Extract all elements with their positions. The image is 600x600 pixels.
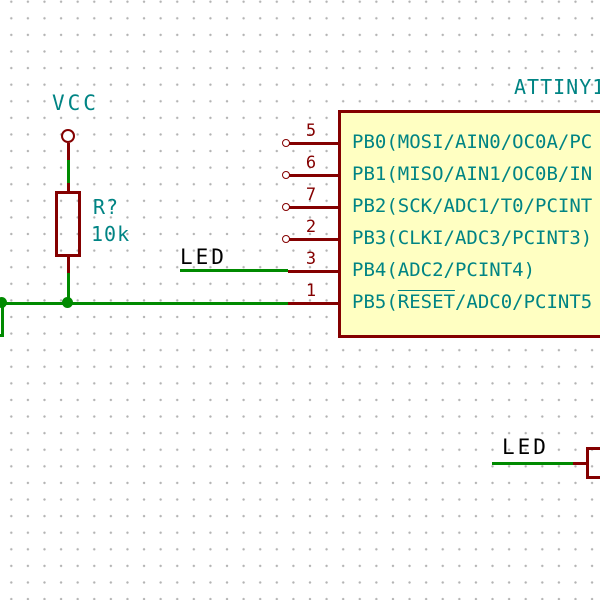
right-component-symbol[interactable] <box>586 447 600 479</box>
pin-number-2: 2 <box>305 217 317 237</box>
vcc-power-symbol-icon[interactable] <box>61 129 75 143</box>
ic-pin-5[interactable] <box>289 142 338 145</box>
resistor-value[interactable]: 10k <box>91 222 131 246</box>
wire-reset-net[interactable] <box>0 302 288 305</box>
junction-resistor-bottom[interactable] <box>62 297 73 308</box>
pin-name-pb4: PB4(ADC2/PCINT4) <box>352 259 536 281</box>
ic-pin-7[interactable] <box>289 206 338 209</box>
pin-name-pb5: PB5(RESET/ADC0/PCINT5 <box>352 291 593 313</box>
wire-left-drop[interactable] <box>1 303 4 336</box>
pin-number-6: 6 <box>305 153 317 173</box>
ic-pin-6[interactable] <box>289 174 338 177</box>
wire-led-net-right[interactable] <box>492 462 573 465</box>
resistor-pin-top <box>67 183 70 193</box>
pin-number-3: 3 <box>305 249 317 269</box>
wire-left-drop-exit[interactable] <box>0 334 4 337</box>
net-label-led-left[interactable]: LED <box>180 245 227 269</box>
reset-overline-text: RESET <box>397 291 455 313</box>
resistor-pin-bottom <box>67 257 70 273</box>
wire-led-net-left[interactable] <box>180 269 288 272</box>
pin-number-7: 7 <box>305 185 317 205</box>
net-label-led-right[interactable]: LED <box>502 435 549 459</box>
pin-name-pb1: PB1(MISO/AIN1/OC0B/IN <box>352 163 593 185</box>
pin-number-1: 1 <box>305 281 317 301</box>
ic-pin-1[interactable] <box>288 302 338 305</box>
ic-reference[interactable]: ATTINY1 <box>514 75 600 99</box>
right-component-pin <box>573 462 586 465</box>
junction-left-edge[interactable] <box>0 297 7 308</box>
pin-name-pb2: PB2(SCK/ADC1/T0/PCINT <box>352 195 593 217</box>
wire-vcc-to-resistor[interactable] <box>66 160 70 183</box>
resistor-symbol[interactable] <box>55 191 81 257</box>
resistor-reference[interactable]: R? <box>93 195 120 219</box>
vcc-symbol-pin <box>67 143 70 160</box>
wire-resistor-to-bus[interactable] <box>66 273 70 303</box>
ic-attiny-symbol[interactable] <box>338 110 600 338</box>
ic-pin-2[interactable] <box>289 238 338 241</box>
pin-name-pb0: PB0(MOSI/AIN0/OC0A/PC <box>352 131 593 153</box>
vcc-power-label[interactable]: VCC <box>52 91 99 115</box>
ic-pin-3[interactable] <box>288 270 338 273</box>
pin-name-pb3: PB3(CLKI/ADC3/PCINT3) <box>352 227 593 249</box>
pin-number-5: 5 <box>305 121 317 141</box>
